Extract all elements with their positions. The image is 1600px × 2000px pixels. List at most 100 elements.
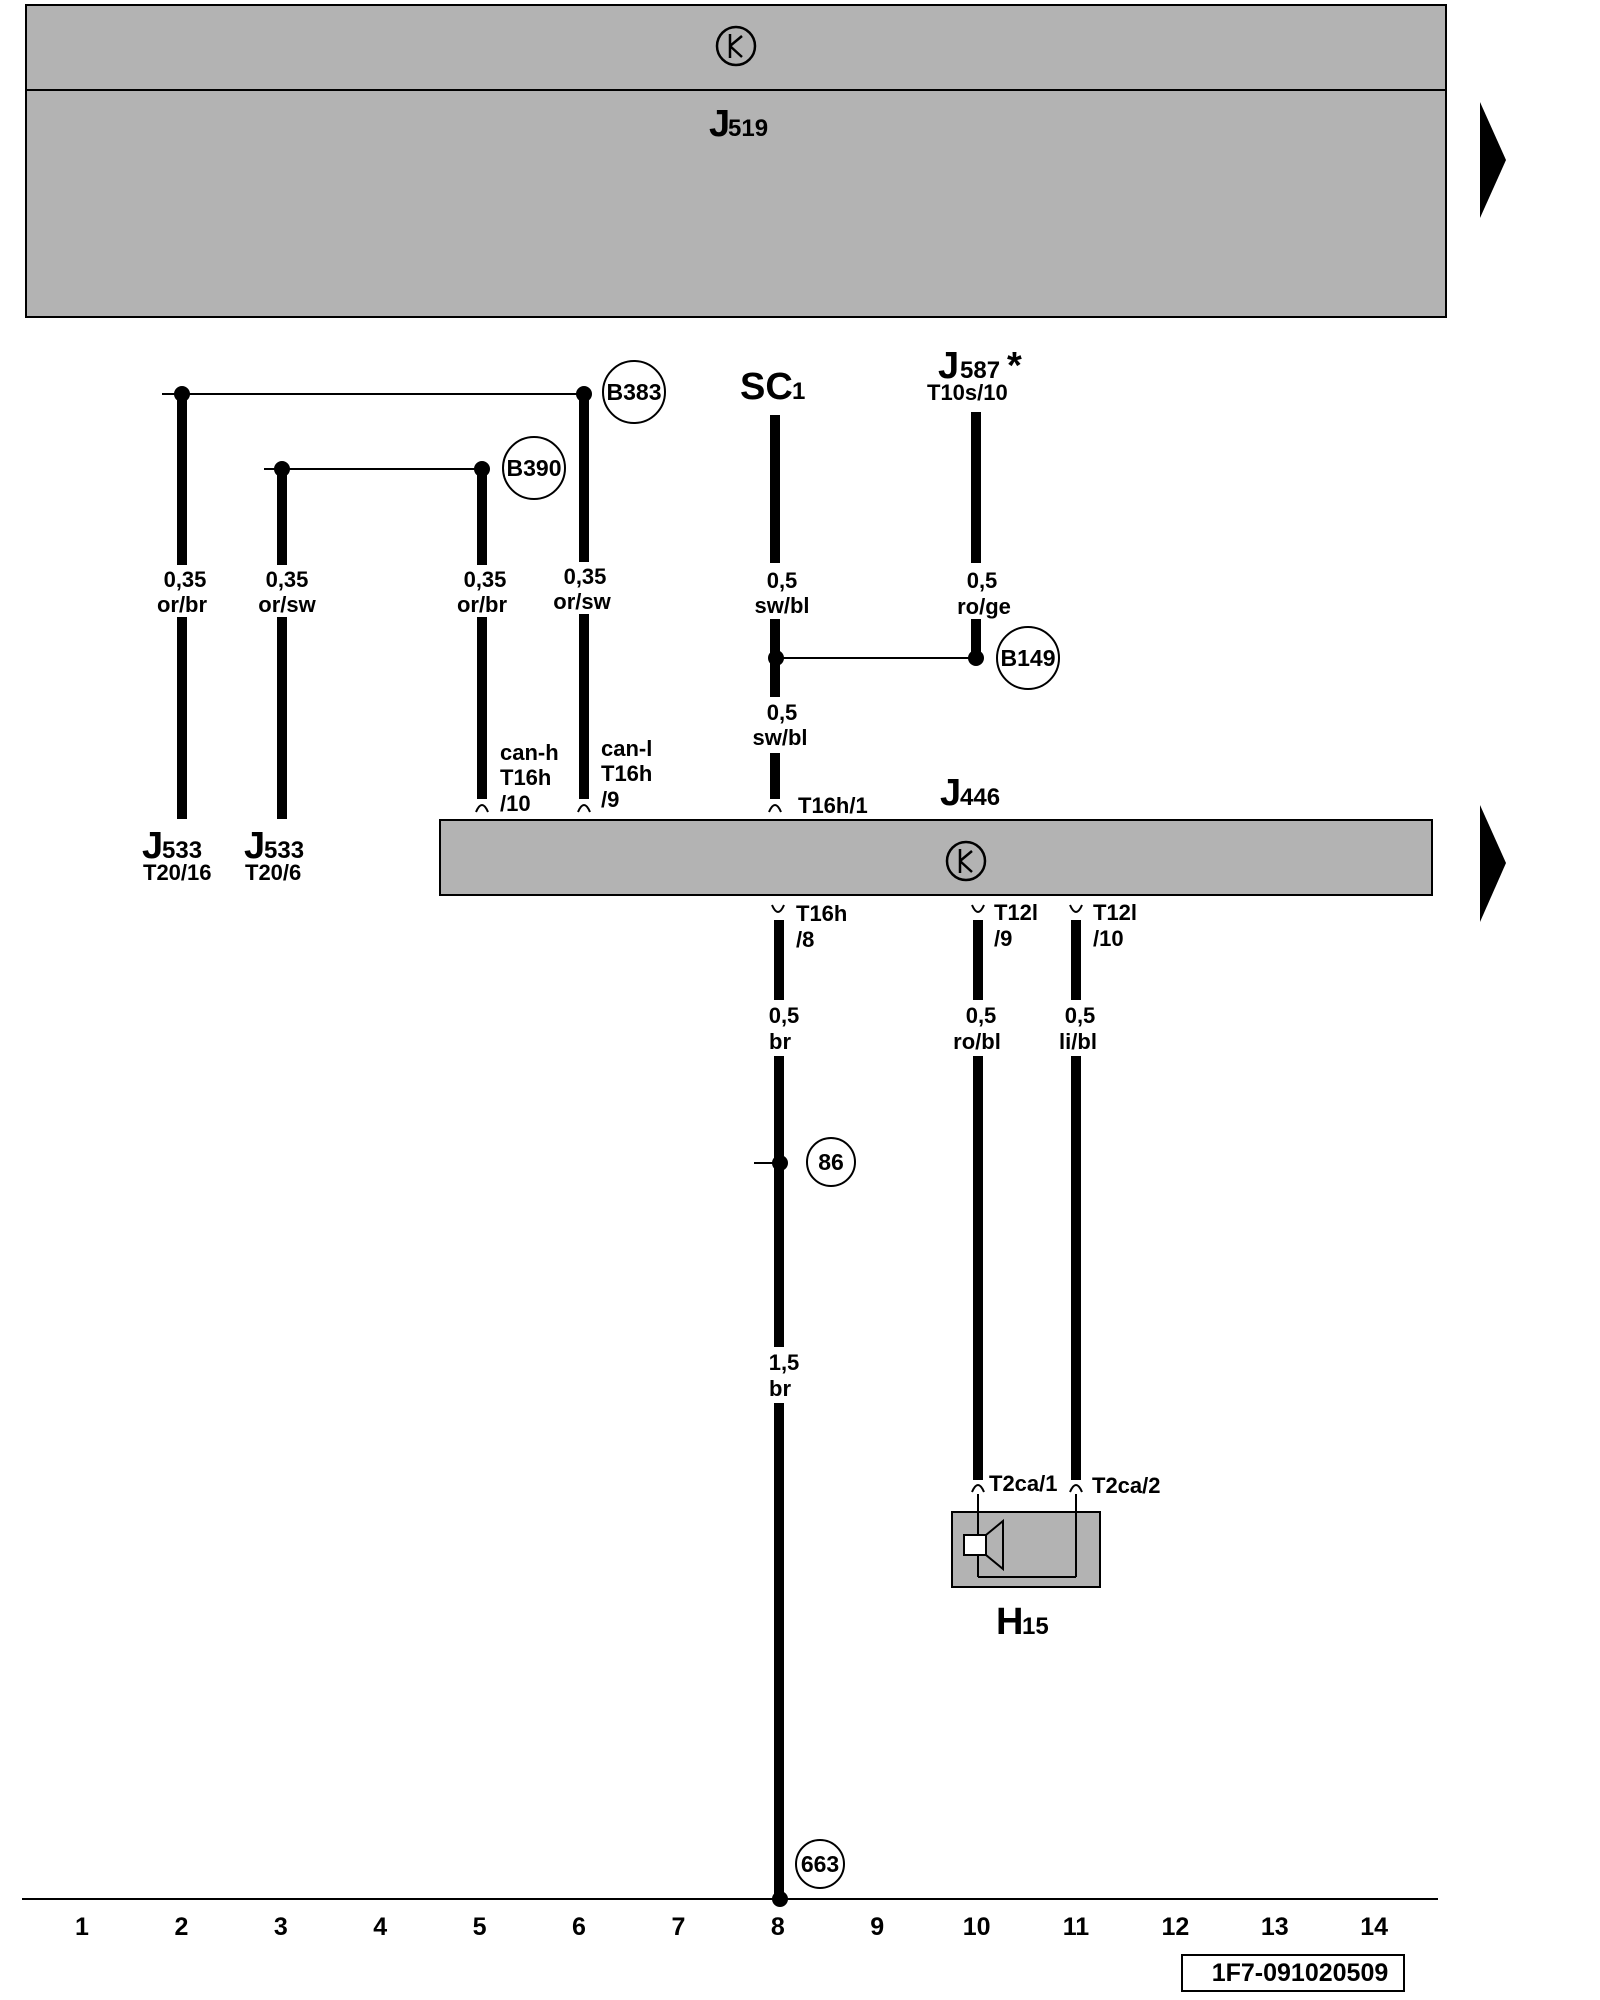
wire-label-bg (748, 563, 812, 619)
pin-contact (971, 904, 985, 913)
wire-label-bg (948, 563, 1014, 619)
wire-color: or/sw (553, 589, 611, 614)
pin-t2ca2: T2ca/2 (1092, 1473, 1161, 1498)
column-number: 4 (373, 1913, 387, 1941)
component-j533-a: J 533 T20/16 (142, 825, 212, 885)
splice-b149-label: B149 (1001, 645, 1056, 671)
wire-col10-upper (971, 412, 981, 657)
column-number: 8 (771, 1913, 785, 1941)
wire-label-bg (752, 1000, 814, 1056)
component-j533-b: J 533 T20/6 (244, 825, 304, 885)
pin-t16h8-conn: T16h (796, 901, 847, 926)
component-j587-number: 587 (960, 357, 1000, 384)
pin-contact (971, 1484, 985, 1493)
wire-size: 0,35 (164, 567, 207, 592)
wire-size: 1,5 (769, 1350, 800, 1375)
wire-size: 0,5 (767, 568, 798, 593)
document-id: 1F7-091020509 (1212, 1959, 1389, 1987)
module-j519-name: J (709, 103, 730, 145)
wire-label-bg (150, 565, 216, 617)
speaker-h15-label: H 15 (996, 1601, 1049, 1643)
wire-color: or/sw (258, 592, 316, 617)
wire-label-bg (752, 1347, 814, 1403)
column-number: 12 (1161, 1913, 1189, 1941)
module-j519-number: 519 (728, 115, 768, 142)
ground-point-86-label: 86 (818, 1149, 844, 1175)
module-j519-box (25, 4, 1447, 318)
component-j533-a-number: 533 (162, 837, 202, 864)
column-number: 11 (1063, 1913, 1090, 1941)
pin-contact (1069, 1484, 1083, 1493)
pin-contact (771, 904, 785, 913)
pin-can-h-num: /10 (500, 791, 531, 816)
pin-t2ca1: T2ca/1 (989, 1471, 1058, 1496)
splice-b149: B149 (996, 626, 1060, 690)
component-j587-name: J (938, 345, 959, 387)
component-sc1-number: 1 (792, 378, 805, 405)
ground-point-663-label: 663 (801, 1851, 839, 1877)
module-j446-box (439, 819, 1433, 896)
wire-color: or/br (157, 592, 208, 617)
module-j446-name: J (940, 772, 961, 814)
pin-can-l-name: can-l (601, 736, 652, 761)
pin-t12l10-num: /10 (1093, 926, 1124, 951)
module-j446-number: 446 (960, 784, 1000, 811)
component-j533-b-number: 533 (264, 837, 304, 864)
pin-can-h-name: can-h (500, 740, 559, 765)
loudspeaker-icon (963, 1518, 1004, 1572)
wire-size: 0,5 (967, 568, 998, 593)
pin-can-l-conn: T16h (601, 761, 652, 786)
wire-color: ro/bl (953, 1029, 1001, 1054)
component-j533-a-name: J (142, 825, 163, 867)
wire-label-bg (450, 565, 516, 617)
pin-t12l10-conn: T12l (1093, 900, 1137, 925)
wire-color: li/bl (1059, 1029, 1097, 1054)
can-bus-icon (715, 25, 757, 67)
component-sc1-name: SC (740, 366, 793, 408)
wire-color: br (769, 1376, 791, 1401)
component-j533-b-name: J (244, 825, 265, 867)
wire-col3 (277, 469, 287, 819)
speaker-h15-number: 15 (1022, 1613, 1049, 1640)
pin-t16h1: T16h/1 (798, 793, 868, 818)
component-j587-mark: * (1007, 345, 1022, 387)
speaker-h15-name: H (996, 1601, 1023, 1643)
pin-contact (768, 804, 782, 813)
junction-dot (968, 650, 984, 666)
wire-label-bg (250, 565, 316, 617)
pin-t16h8-num: /8 (796, 927, 814, 952)
module-j446-title: J 446 (940, 772, 1000, 814)
wire-col8-lower (774, 920, 784, 1904)
pin-can-l-num: /9 (601, 787, 619, 812)
wire-color: sw/bl (754, 593, 809, 618)
component-j533-b-pin: T20/6 (245, 860, 301, 885)
splice-b383-label: B383 (607, 379, 662, 405)
wire-size: 0,5 (966, 1003, 997, 1028)
column-number: 3 (274, 1913, 288, 1941)
wire-size: 0,35 (464, 567, 507, 592)
pin-contact (577, 804, 591, 813)
junction-dot (768, 650, 784, 666)
component-sc1: SC 1 (740, 366, 805, 408)
document-id-box (1181, 1954, 1405, 1992)
splice-b390: B390 (502, 436, 566, 500)
pin-contact (475, 804, 489, 813)
column-number: 6 (572, 1913, 586, 1941)
wire-size: 0,5 (767, 700, 798, 725)
component-j533-a-pin: T20/16 (143, 860, 212, 885)
column-number: 13 (1261, 1913, 1289, 1941)
column-number: 10 (963, 1913, 991, 1941)
wire-size: 0,35 (564, 564, 607, 589)
splice-b383: B383 (602, 360, 666, 424)
wire-color: br (769, 1029, 791, 1054)
column-number: 9 (870, 1913, 884, 1941)
column-number: 2 (174, 1913, 188, 1941)
wire-color: ro/ge (957, 594, 1011, 619)
wire-size: 0,5 (1065, 1003, 1096, 1028)
continuation-arrow-mid (1480, 805, 1506, 922)
ground-point-663: 663 (795, 1839, 845, 1889)
component-j587-pin: T10s/10 (927, 380, 1008, 405)
wire-label-bg (550, 562, 618, 614)
